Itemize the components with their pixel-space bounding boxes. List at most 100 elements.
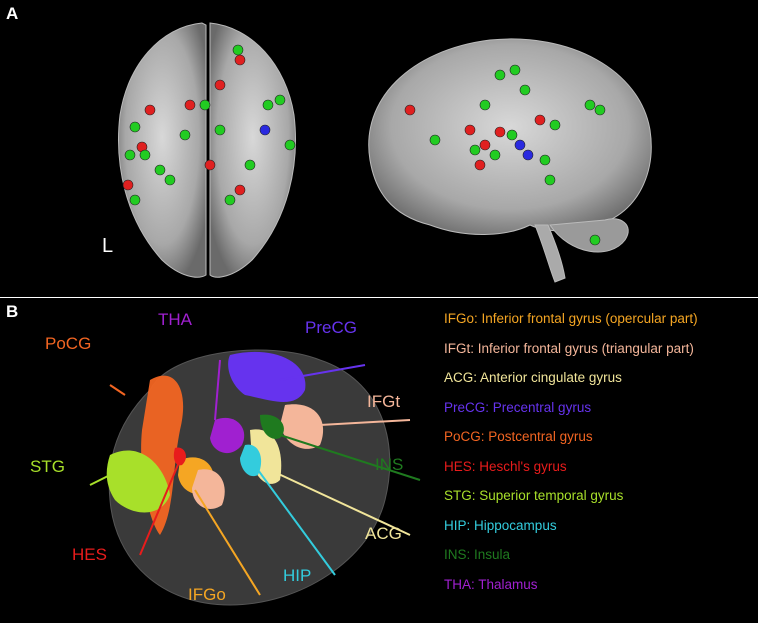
electrode-marker (199, 99, 211, 111)
region-legend: IFGo: Inferior frontal gyrus (opercular … (444, 310, 754, 605)
legend-separator: : (480, 429, 489, 444)
region-ins-shape (260, 414, 284, 439)
electrode-marker (494, 126, 506, 138)
legend-separator: : (471, 576, 479, 592)
electrode-marker (179, 129, 191, 141)
legend-item: THA: Thalamus (444, 576, 754, 606)
legend-key: PreCG (444, 399, 486, 415)
electrode-marker (284, 139, 296, 151)
legend-separator: : (485, 399, 493, 415)
legend-region-name: Hippocampus (474, 517, 557, 533)
electrode-marker (232, 44, 244, 56)
electrode-marker (244, 159, 256, 171)
legend-key: IFGt (444, 340, 471, 356)
label-ifgt: IFGt (367, 392, 401, 411)
leader-line (214, 359, 221, 421)
region-preCG-shape (228, 351, 306, 402)
leader-line (279, 434, 421, 481)
legend-separator: : (473, 370, 481, 385)
legend-key: THA (444, 576, 471, 592)
brain-regions-render (89, 349, 421, 606)
label-ins: INS (375, 455, 404, 474)
electrode-marker (224, 194, 236, 206)
label-stg: STG (30, 457, 65, 476)
electrode-marker (129, 121, 141, 133)
electrode-marker (584, 99, 596, 111)
electrode-marker (464, 124, 476, 136)
electrode-marker (489, 149, 501, 161)
electrode-marker (589, 234, 601, 246)
electrode-marker (124, 149, 136, 161)
legend-item: HES: Heschl's gyrus (444, 458, 754, 488)
electrode-marker (164, 174, 176, 186)
leader-line (319, 419, 411, 426)
electrode-marker (214, 79, 226, 91)
panel-b-label: B (6, 302, 19, 321)
legend-separator: : (466, 517, 475, 533)
electrode-marker (214, 124, 226, 136)
electrode-marker (509, 64, 521, 76)
brain-lateral-view (368, 38, 652, 283)
electrode-marker (539, 154, 551, 166)
legend-region-name: Inferior frontal gyrus (opercular part) (481, 311, 698, 326)
panel-a-label: A (6, 4, 19, 23)
label-tha: THA (158, 310, 192, 329)
legend-separator: : (471, 488, 480, 503)
legend-item: IFGo: Inferior frontal gyrus (opercular … (444, 310, 754, 340)
label-poCG: PoCG (45, 334, 92, 353)
electrode-marker (479, 139, 491, 151)
label-hes: HES (72, 545, 107, 564)
electrode-marker (234, 184, 246, 196)
electrode-marker (549, 119, 561, 131)
leader-line (194, 489, 261, 596)
brainstem (534, 224, 566, 283)
leader-line (89, 469, 121, 486)
electrode-marker (234, 54, 246, 66)
legend-separator: : (474, 311, 482, 326)
electrode-marker (144, 104, 156, 116)
electrode-marker (204, 159, 216, 171)
legend-key: PoCG (444, 429, 481, 444)
legend-item: IFGt: Inferior frontal gyrus (triangular… (444, 340, 754, 370)
leader-line (269, 469, 411, 536)
legend-key: HIP (444, 517, 467, 533)
electrode-marker (429, 134, 441, 146)
leader-line (279, 364, 366, 381)
electrode-marker (469, 144, 481, 156)
electrode-marker (184, 99, 196, 111)
left-hemisphere (118, 22, 207, 278)
region-tha-shape (210, 417, 245, 454)
electrode-marker (514, 139, 526, 151)
legend-key: ACG (444, 370, 474, 385)
legend-key: HES (444, 458, 472, 474)
legend-region-name: Postcentral gyrus (488, 429, 593, 444)
legend-item: HIP: Hippocampus (444, 517, 754, 547)
legend-item: INS: Insula (444, 546, 754, 576)
legend-item: PoCG: Postcentral gyrus (444, 428, 754, 458)
legend-item: ACG: Anterior cingulate gyrus (444, 369, 754, 399)
legend-region-name: Precentral gyrus (492, 399, 592, 415)
electrode-marker (544, 174, 556, 186)
electrode-marker (479, 99, 491, 111)
brain-top-view (118, 22, 296, 278)
legend-key: IFGo (444, 311, 475, 326)
legend-region-name: Inferior frontal gyrus (triangular part) (477, 340, 694, 356)
leader-line (109, 384, 126, 396)
electrode-marker (139, 149, 151, 161)
orientation-label: L (102, 235, 114, 257)
electrode-marker (534, 114, 546, 126)
electrode-marker (506, 129, 518, 141)
label-acg: ACG (365, 524, 402, 543)
electrode-marker (129, 194, 141, 206)
panel-divider (0, 297, 758, 298)
legend-region-name: Anterior cingulate gyrus (480, 370, 622, 385)
cerebellum (549, 218, 629, 253)
legend-item: PreCG: Precentral gyrus (444, 399, 754, 429)
label-ifgo: IFGo (188, 585, 226, 604)
legend-separator: : (466, 547, 475, 562)
legend-region-name: Superior temporal gyrus (479, 488, 624, 503)
legend-key: INS (444, 547, 467, 562)
legend-region-name: Thalamus (478, 576, 538, 592)
right-hemisphere (209, 22, 296, 278)
electrode-marker (262, 99, 274, 111)
